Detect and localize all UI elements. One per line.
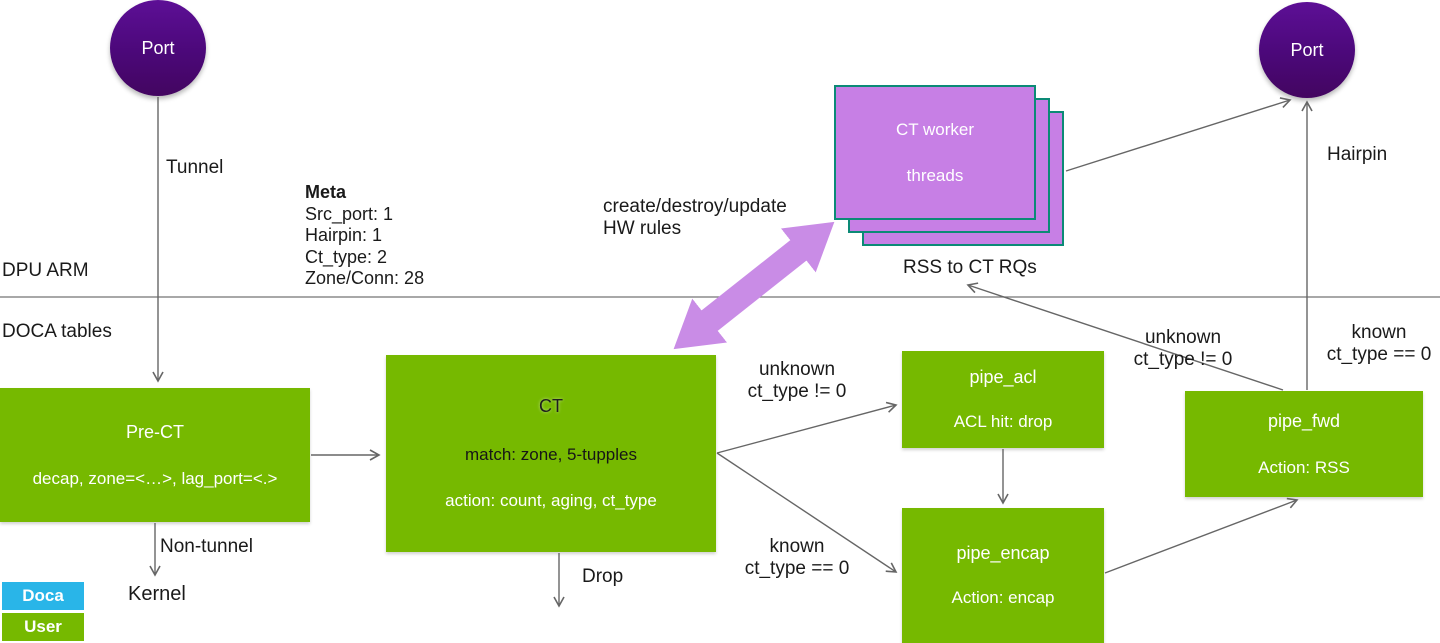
legend-doca-label: Doca [22, 586, 64, 605]
non-tunnel-edge-label: Non-tunnel [160, 536, 253, 557]
pipe-encap-node: pipe_encap Action: encap [902, 508, 1104, 643]
ct-worker-label-line1: CT worker [895, 119, 975, 139]
legend: Doca User [2, 582, 84, 643]
meta-title: Meta [305, 182, 347, 202]
pipe-fwd-title: pipe_fwd [1267, 410, 1341, 431]
port-right-label: Port [1290, 39, 1324, 60]
legend-user-chip: User [2, 613, 84, 641]
pipe-acl-title: pipe_acl [969, 367, 1037, 387]
doca-tables-region-label: DOCA tables [2, 321, 112, 342]
meta-src-port: Src_port: 1 [305, 203, 394, 224]
pipe-encap-detail: Action: encap [951, 588, 1055, 607]
create-hw-rules-label: create/destroy/update HW rules [603, 196, 787, 239]
meta-annotation: Meta Src_port: 1 Hairpin: 1 Ct_type: 2 Z… [305, 182, 424, 290]
legend-user-label: User [24, 617, 62, 636]
meta-hairpin: Hairpin: 1 [305, 225, 383, 245]
meta-ct-type: Ct_type: 2 [305, 246, 388, 267]
known-ct-label-1: known ct_type == 0 [744, 536, 850, 579]
pipe-encap-title: pipe_encap [956, 543, 1050, 563]
pipe-acl-detail: ACL hit: drop [953, 412, 1053, 431]
legend-doca-chip: Doca [2, 582, 84, 610]
rss-to-ct-rqs-label: RSS to CT RQs [903, 257, 1037, 278]
pre-ct-title: Pre-CT [126, 421, 184, 442]
tunnel-edge-label: Tunnel [166, 157, 224, 178]
hairpin-edge-label: Hairpin [1327, 144, 1388, 165]
pre-ct-detail: decap, zone=<…>, lag_port=<.> [32, 468, 278, 488]
pre-ct-node: Pre-CT decap, zone=<…>, lag_port=<.> [0, 388, 310, 522]
ct-action-detail: action: count, aging, ct_type [445, 491, 657, 510]
pipe-encap-to-pipe-fwd-arrow [1104, 497, 1299, 574]
kernel-label: Kernel [128, 583, 186, 605]
known-ct-label-2: known ct_type == 0 [1326, 322, 1432, 365]
port-left-label: Port [141, 37, 175, 58]
ct-worker-label-line2: threads [906, 165, 964, 185]
ct-to-pipe-acl-arrow [716, 401, 898, 454]
hw-rules-double-arrow [673, 221, 835, 350]
pipe-fwd-detail: Action: RSS [1258, 457, 1350, 477]
dpu-arm-region-label: DPU ARM [2, 260, 89, 281]
port-node-right: Port [1259, 2, 1355, 98]
pipe-fwd-node: pipe_fwd Action: RSS [1185, 391, 1423, 497]
worker-to-port-arrow [1065, 97, 1292, 172]
drop-edge-label: Drop [582, 566, 624, 587]
ct-title: CT [539, 396, 563, 416]
ct-node: CT match: zone, 5-tupples action: count,… [386, 355, 716, 552]
unknown-ct-label-2: unknown ct_type != 0 [1133, 327, 1233, 370]
ct-worker-threads-stack: CT worker threads [834, 85, 1068, 249]
meta-zone-conn: Zone/Conn: 28 [305, 268, 425, 288]
unknown-ct-label-1: unknown ct_type != 0 [747, 359, 847, 402]
port-node-left: Port [110, 0, 206, 96]
ct-worker-sheet-front: CT worker threads [834, 85, 1036, 220]
ct-match-detail: match: zone, 5-tupples [465, 445, 637, 464]
pipe-acl-node: pipe_acl ACL hit: drop [902, 351, 1104, 448]
